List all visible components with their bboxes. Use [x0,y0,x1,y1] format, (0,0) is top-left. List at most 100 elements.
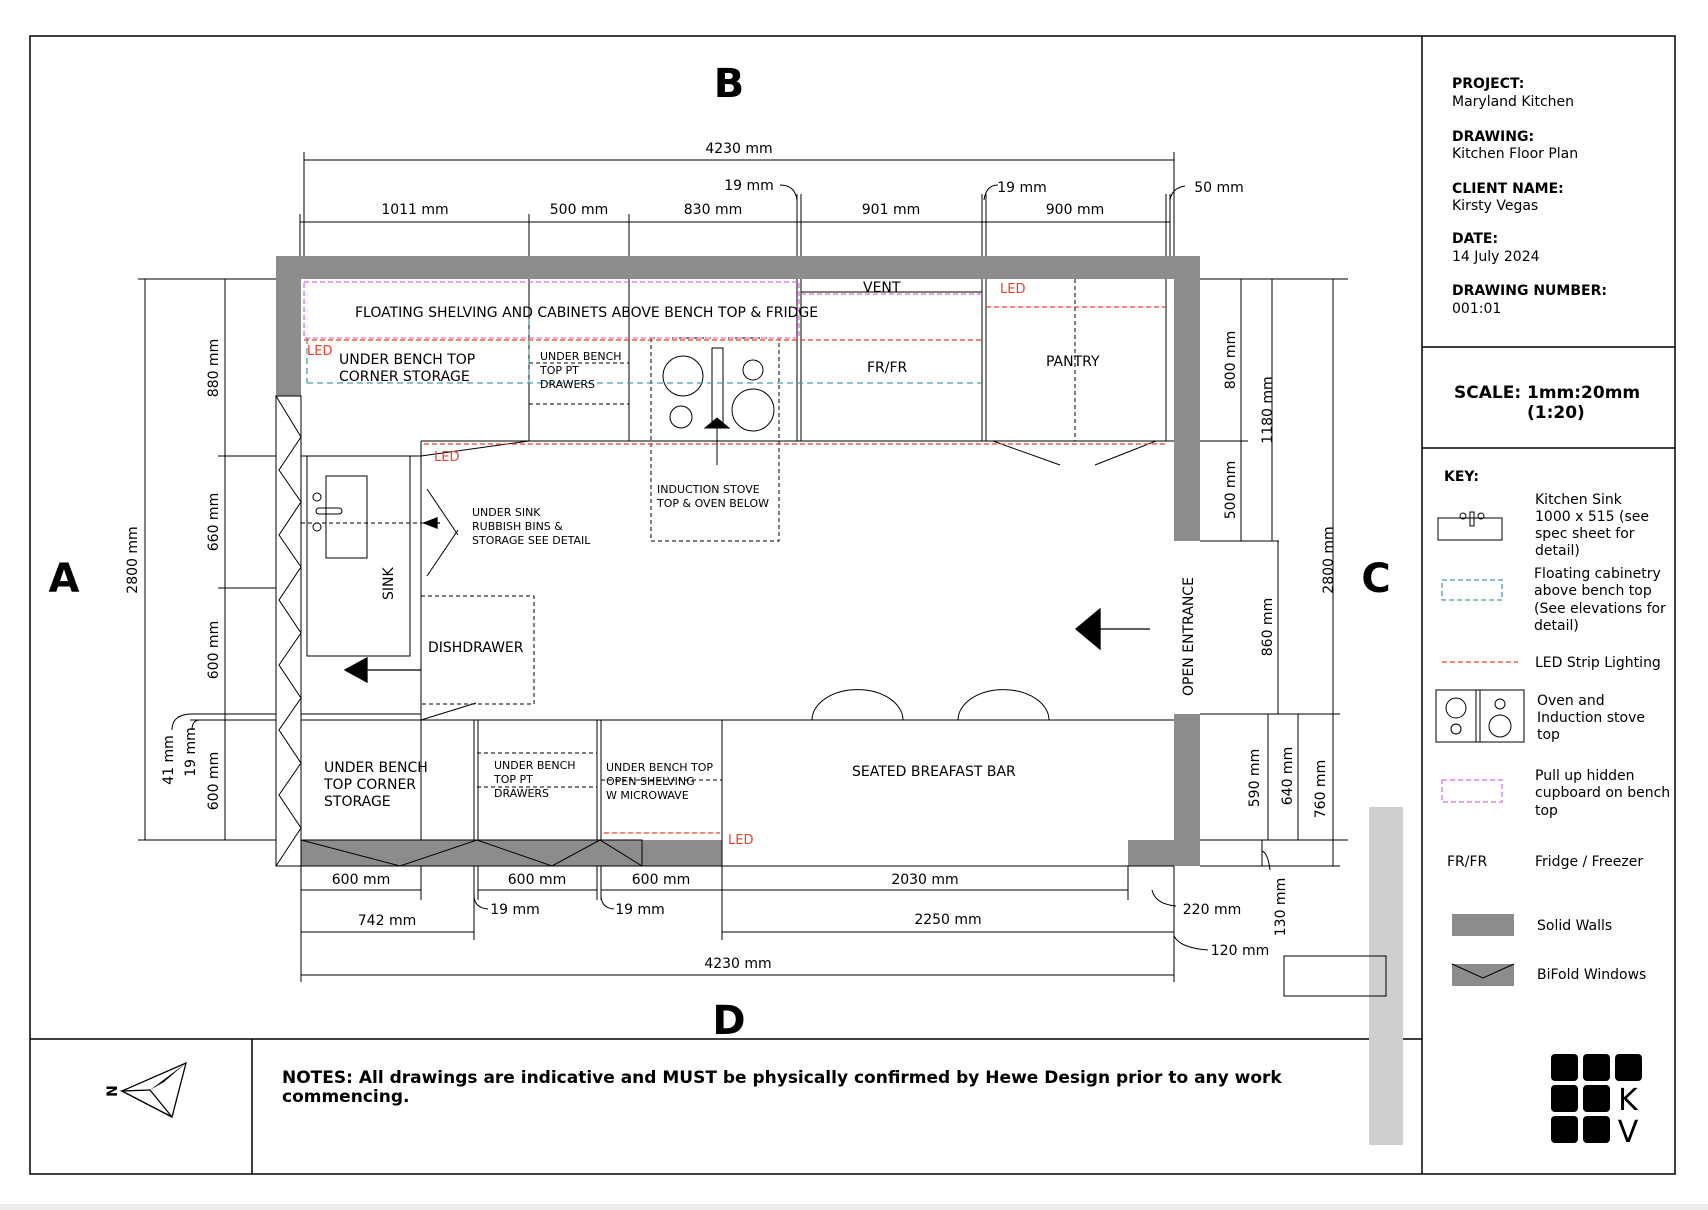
under-sink-label-3: STORAGE SEE DETAIL [472,534,591,547]
drawing-number-value: 001:01 [1452,301,1501,317]
dim-left-600a: 600 mm [206,621,222,679]
under-sink-leaders [426,488,459,577]
kv-logo: K V [1551,1054,1642,1150]
scale-label: SCALE: [1454,383,1521,403]
notes-line-2: commencing. [282,1087,409,1107]
key-fridge: Fridge / Freezer [1535,854,1643,870]
dim-right-500: 500 mm [1223,461,1239,519]
key-solid-walls: Solid Walls [1537,918,1612,934]
oven-key-icon [1435,689,1525,743]
hidden-cupboard-key-icon [1441,779,1503,803]
dim-right-130: 130 mm [1273,878,1289,936]
north-label: N [105,1085,121,1097]
open-shelving-label-2: OPEN SHELVING [606,775,695,788]
led-strip-lines [304,306,1166,834]
north-compass: N [105,1061,187,1118]
hidden-cupboard-lines [303,281,982,339]
dim-top-19a: 19 mm [724,178,774,194]
elevation-a: A [49,556,80,602]
dim-bot-19b: 19 mm [615,902,665,918]
dim-bot-600c: 600 mm [632,872,690,888]
sheet-frame [29,35,1676,1175]
client-label: CLIENT NAME: [1452,181,1564,197]
dim-bot-742: 742 mm [358,913,416,929]
dim-top-19b: 19 mm [997,180,1047,196]
pt-drawers-bottom-label-1: UNDER BENCH [494,759,576,772]
drawing-number-label: DRAWING NUMBER: [1452,283,1607,299]
dim-left-660: 660 mm [206,493,222,551]
dim-top-1011: 1011 mm [381,202,448,218]
date-value: 14 July 2024 [1452,249,1540,265]
dim-left-600b: 600 mm [206,752,222,810]
bifold-window-bottom [300,839,643,867]
pantry-label: PANTRY [1046,354,1100,370]
bench-outlines [301,279,1174,866]
client-value: Kirsty Vegas [1452,198,1538,214]
led-label-1: LED [307,344,332,359]
vent-label: VENT [863,280,901,296]
elevation-b: B [714,61,745,107]
fridge-freezer-label: FR/FR [867,360,908,376]
logo-v: V [1618,1115,1639,1150]
dishdrawer-label: DISHDRAWER [428,640,524,656]
key-fr-fr-symbol: FR/FR [1447,854,1488,870]
sink-label: SINK [381,567,397,600]
sink-key-icon [1437,511,1503,541]
dim-top-50: 50 mm [1194,180,1244,196]
bifold-window-left [275,395,302,867]
open-shelving-label-3: W MICROWAVE [606,789,689,802]
pt-drawers-top-label-2: TOP PT [539,364,579,377]
project-value: Maryland Kitchen [1452,94,1574,110]
corner-storage-bottom-label-1: UNDER BENCH [324,760,428,776]
led-label-2: LED [434,450,459,465]
dim-right-760: 760 mm [1313,760,1329,818]
dimension-lines [138,152,1348,982]
dim-right-640: 640 mm [1280,747,1296,805]
flow-arrows [343,517,1150,684]
floating-shelving-label: FLOATING SHELVING AND CABINETS ABOVE BEN… [355,305,818,321]
dim-top-500: 500 mm [550,202,608,218]
key-oven-1: Oven and [1537,693,1605,709]
dim-bot-2030: 2030 mm [891,872,958,888]
project-label: PROJECT: [1452,76,1524,92]
key-sink-3: spec sheet for [1535,526,1635,542]
key-sink-2: 1000 x 515 (see [1535,509,1649,525]
pt-drawers-bottom-label-2: TOP PT [493,773,533,786]
dim-right-1180: 1180 mm [1260,376,1276,443]
dim-bot-overall: 4230 mm [704,956,771,972]
title-block: PROJECT: Maryland Kitchen DRAWING: Kitch… [1452,76,1607,317]
pt-drawers-top-label-3: DRAWERS [540,378,595,391]
dim-top-overall: 4230 mm [705,141,772,157]
logo-k: K [1618,1083,1639,1118]
scale-ratio: (1:20) [1527,403,1585,423]
corner-storage-bottom-label-3: STORAGE [324,794,391,810]
dim-bot-2250: 2250 mm [914,912,981,928]
key-hidden-2: cupboard on bench [1535,785,1670,801]
cooktop [662,347,775,465]
drawing-label: DRAWING: [1452,129,1534,145]
date-label: DATE: [1452,231,1498,247]
breakfast-bar-label: SEATED BREAFAST BAR [852,764,1016,780]
scale-value: 1mm:20mm [1527,383,1640,403]
bottom-edge [0,1204,1708,1210]
dim-left-2800: 2800 mm [125,526,141,593]
scale-block: SCALE: 1mm:20mm (1:20) [1454,383,1640,423]
corner-storage-top-label-2: CORNER STORAGE [339,369,470,385]
open-entrance-label: OPEN ENTRANCE [1181,577,1197,696]
elevation-d: D [712,998,745,1044]
corner-storage-top-label-1: UNDER BENCH TOP [339,352,475,368]
key-sink-4: detail) [1535,543,1580,559]
induction-label-1: INDUCTION STOVE [657,483,760,496]
dim-bot-19a: 19 mm [490,902,540,918]
dim-right-860: 860 mm [1260,598,1276,656]
key: KEY: Kitchen Sink 1000 x 515 (see spec s… [1435,469,1670,986]
dim-left-880: 880 mm [206,339,222,397]
key-floating-3: (See elevations for [1534,601,1666,617]
dim-left-19: 19 mm [183,727,199,777]
dim-top-901: 901 mm [862,202,920,218]
pt-drawers-top-label-1: UNDER BENCH [540,350,622,363]
key-floating-4: detail) [1534,618,1579,634]
dim-right-2800: 2800 mm [1321,526,1337,593]
small-rectangle [1283,955,1387,997]
